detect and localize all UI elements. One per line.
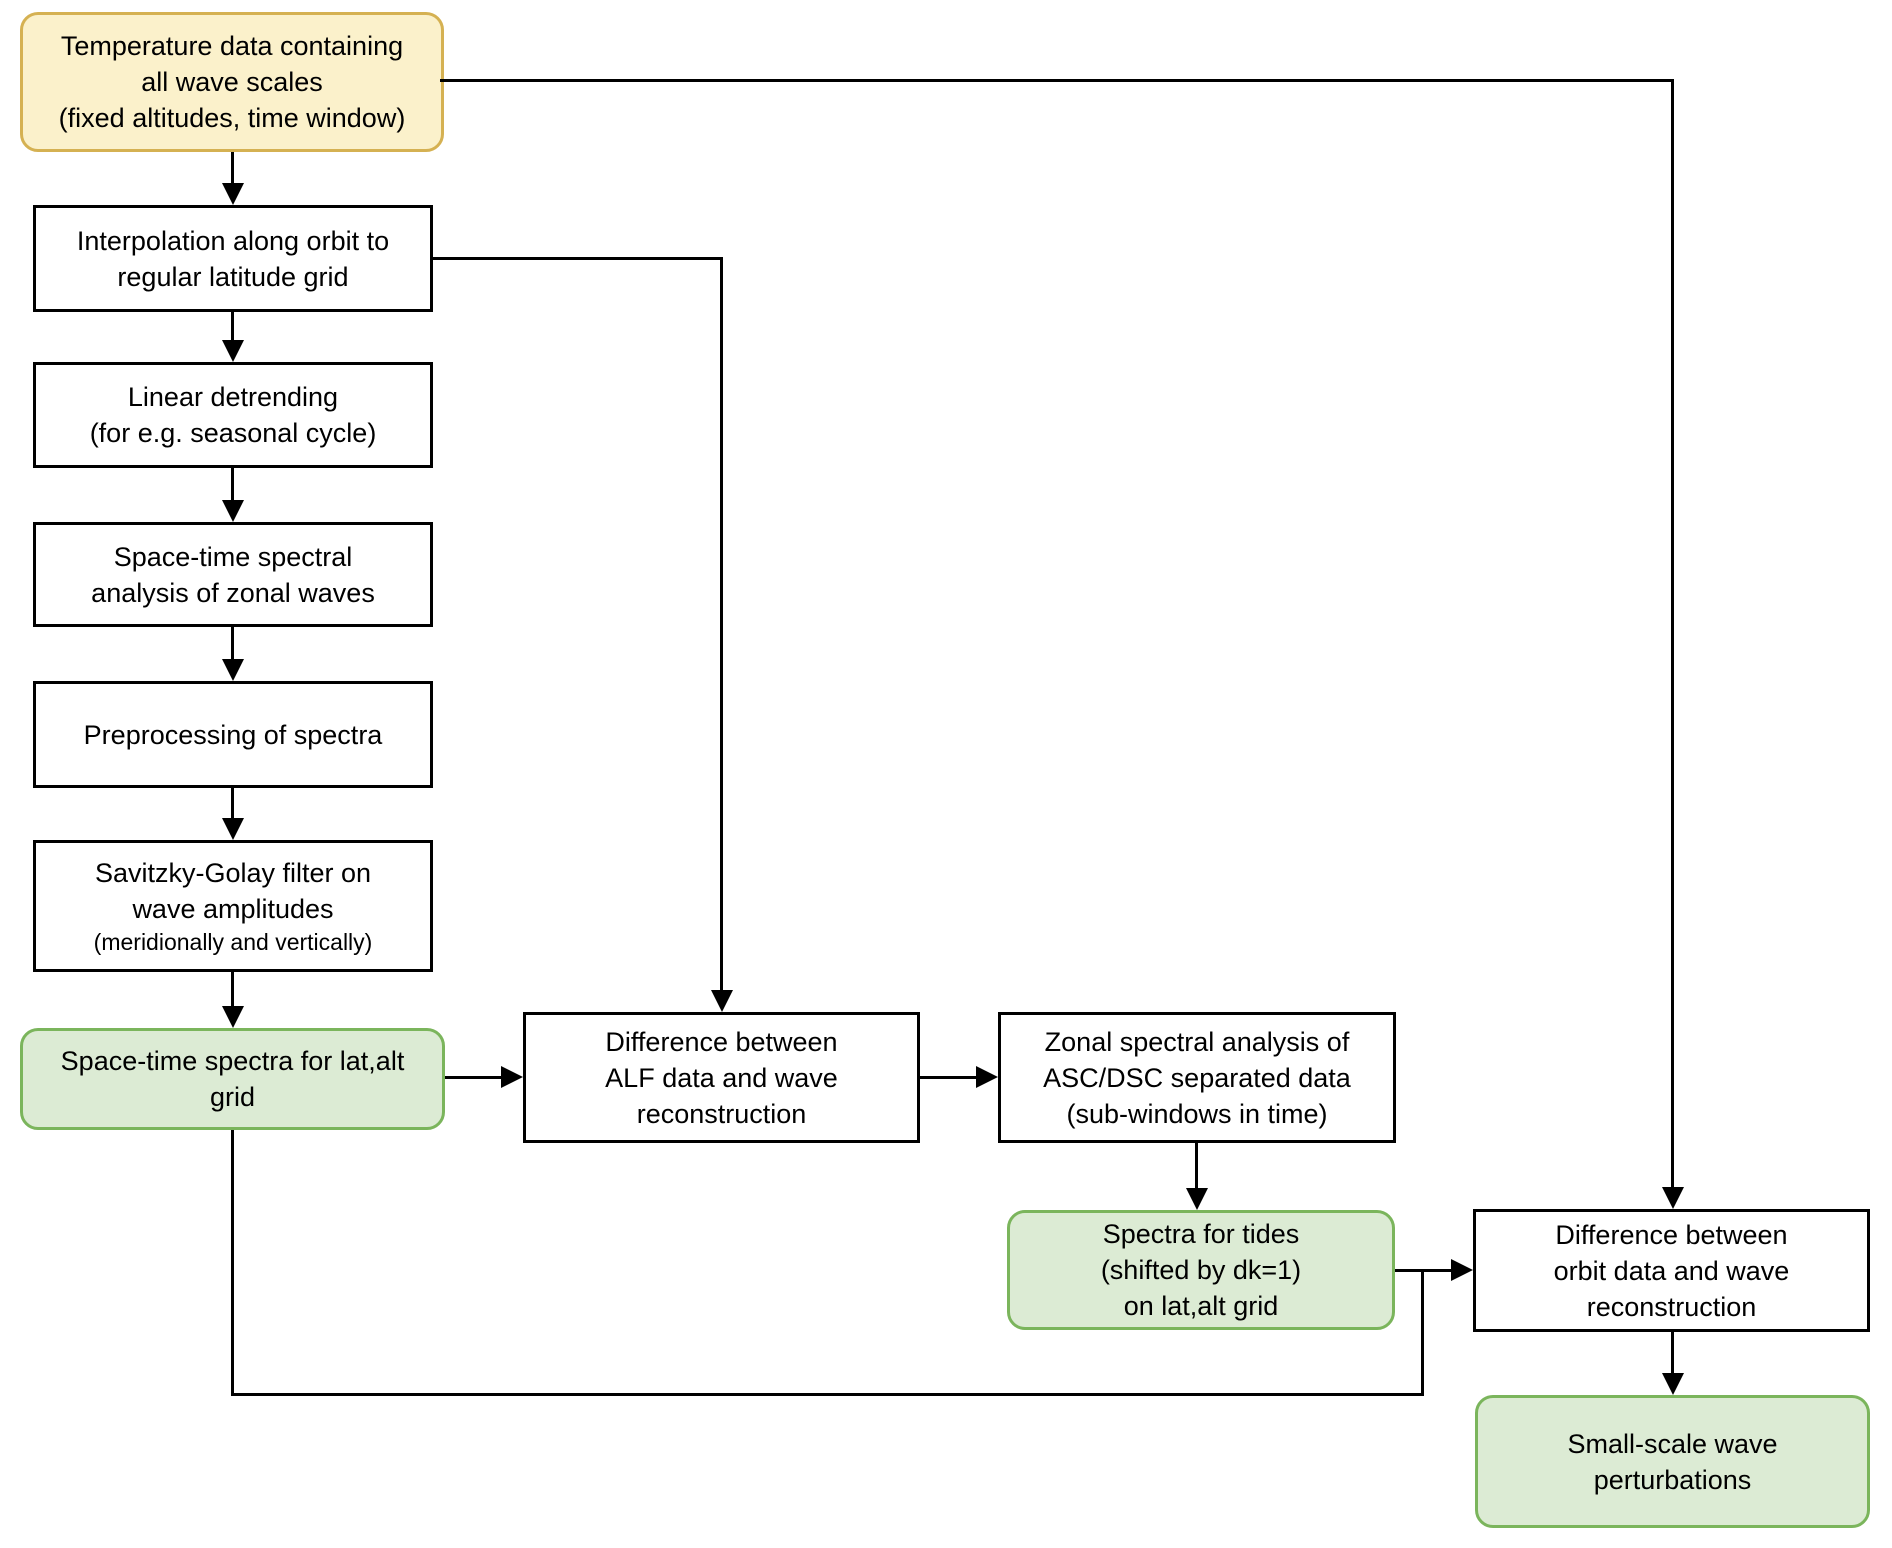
node-text-line: reconstruction: [636, 1098, 807, 1129]
arrowhead-latalt-alf: [501, 1066, 523, 1088]
node-text-line: reconstruction: [1586, 1291, 1757, 1322]
arrowhead-preprocessing-savgol: [222, 818, 244, 840]
connector-latalt-alf: [445, 1076, 505, 1079]
connector-savgol-latalt: [231, 972, 234, 1008]
node-text-line: ALF data and wave: [605, 1062, 838, 1093]
node-text-line: (sub-windows in time): [1066, 1098, 1328, 1129]
connector-alf-zonal: [920, 1076, 978, 1079]
node-text-line: Temperature data containing: [60, 31, 404, 61]
node-text-line: (fixed altitudes, time window): [58, 103, 406, 133]
node-text-line: regular latitude grid: [117, 261, 349, 292]
connector-orbit-smallscale: [1671, 1332, 1674, 1375]
connector-zonal-tides: [1195, 1143, 1198, 1190]
connector-latalt-orbit-vertical-left: [231, 1130, 234, 1396]
node-text-line: (shifted by dk=1): [1100, 1255, 1302, 1285]
arrowhead-interpolation-linear: [222, 340, 244, 362]
arrowhead-temperature-orbit: [1662, 1187, 1684, 1209]
connector-temperature-orbit-vertical: [1671, 79, 1674, 1189]
connector-latalt-orbit-horizontal: [231, 1393, 1424, 1396]
node-text-line: Space-time spectral: [113, 541, 353, 572]
arrowhead-linear-spacetime: [222, 500, 244, 522]
node-temperature-data: Temperature data containing all wave sca…: [20, 12, 444, 152]
node-preprocessing-of-spectra: Preprocessing of spectra: [33, 681, 433, 788]
connector-temperature-orbit-horizontal: [440, 79, 1674, 82]
node-text-line: (meridionally and vertically): [93, 928, 373, 955]
connector-preprocessing-savgol: [231, 788, 234, 820]
connector-spacetime-preprocessing: [231, 627, 234, 661]
arrowhead-tides-orbit: [1451, 1259, 1473, 1281]
connector-tides-orbit: [1395, 1269, 1453, 1272]
node-text-line: Preprocessing of spectra: [83, 719, 383, 750]
connector-temperature-interpolation: [231, 152, 234, 185]
node-spacetime-spectra-latalt: Space-time spectra for lat,alt grid: [20, 1028, 445, 1130]
connector-interpolation-alf-vertical: [720, 257, 723, 992]
node-spacetime-spectral-analysis: Space-time spectral analysis of zonal wa…: [33, 522, 433, 627]
arrowhead-zonal-tides: [1186, 1188, 1208, 1210]
node-text-line: Difference between: [605, 1026, 838, 1057]
arrowhead-orbit-smallscale: [1662, 1373, 1684, 1395]
connector-interpolation-linear: [231, 312, 234, 342]
connector-latalt-orbit-vertical-right: [1421, 1269, 1424, 1396]
node-text-line: (for e.g. seasonal cycle): [89, 418, 377, 448]
node-zonal-spectral-analysis: Zonal spectral analysis of ASC/DSC separ…: [998, 1012, 1396, 1143]
node-text-line: all wave scales: [141, 67, 323, 97]
arrowhead-alf-zonal: [976, 1066, 998, 1088]
node-text-line: Space-time spectra for lat,alt: [60, 1046, 405, 1076]
node-small-scale-perturbations: Small-scale wave perturbations: [1475, 1395, 1870, 1528]
arrowhead-temperature-interpolation: [222, 183, 244, 205]
node-text-line: Difference between: [1555, 1219, 1788, 1250]
arrowhead-spacetime-preprocessing: [222, 659, 244, 681]
node-tides-spectra: Spectra for tides (shifted by dk=1) on l…: [1007, 1210, 1395, 1330]
node-text-line: Interpolation along orbit to: [76, 225, 390, 256]
node-text-line: wave amplitudes: [132, 893, 334, 924]
connector-interpolation-alf-horizontal: [433, 257, 723, 260]
node-alf-difference: Difference between ALF data and wave rec…: [523, 1012, 920, 1143]
node-linear-detrending: Linear detrending (for e.g. seasonal cyc…: [33, 362, 433, 468]
node-savitzky-golay-filter: Savitzky-Golay filter on wave amplitudes…: [33, 840, 433, 972]
node-text-line: analysis of zonal waves: [91, 577, 375, 608]
node-text-line: Savitzky-Golay filter on: [94, 857, 372, 888]
node-orbit-difference: Difference between orbit data and wave r…: [1473, 1209, 1870, 1332]
node-text-line: Linear detrending: [127, 382, 339, 412]
arrowhead-interpolation-alf: [711, 990, 733, 1012]
node-text-line: Zonal spectral analysis of: [1044, 1026, 1350, 1057]
node-text-line: Spectra for tides: [1102, 1219, 1300, 1249]
node-text-line: orbit data and wave: [1553, 1255, 1790, 1286]
connector-linear-spacetime: [231, 468, 234, 502]
node-interpolation: Interpolation along orbit to regular lat…: [33, 205, 433, 312]
node-text-line: grid: [209, 1082, 256, 1112]
node-text-line: perturbations: [1593, 1464, 1752, 1495]
arrowhead-savgol-latalt: [222, 1006, 244, 1028]
node-text-line: Small-scale wave: [1567, 1428, 1778, 1459]
node-text-line: ASC/DSC separated data: [1043, 1062, 1351, 1093]
node-text-line: on lat,alt grid: [1123, 1291, 1279, 1321]
